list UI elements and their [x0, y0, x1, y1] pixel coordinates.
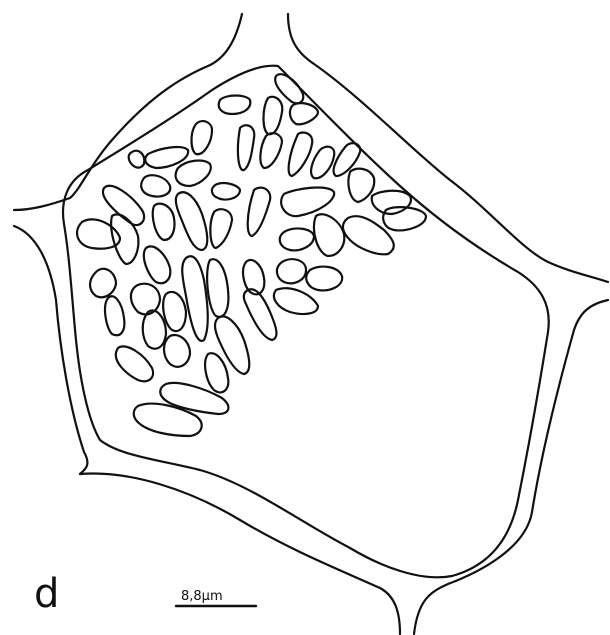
panel-letter: d [34, 574, 59, 614]
cell-wall-outer [80, 473, 400, 634]
scale-bar-label: 8,8µm [181, 590, 223, 603]
cell-wall-outer [414, 300, 608, 634]
cell-wall-outer [14, 14, 242, 210]
cell-wall-outer [288, 14, 608, 282]
chloroplast-cluster [77, 74, 426, 436]
cell-boundary-inner [63, 66, 549, 578]
